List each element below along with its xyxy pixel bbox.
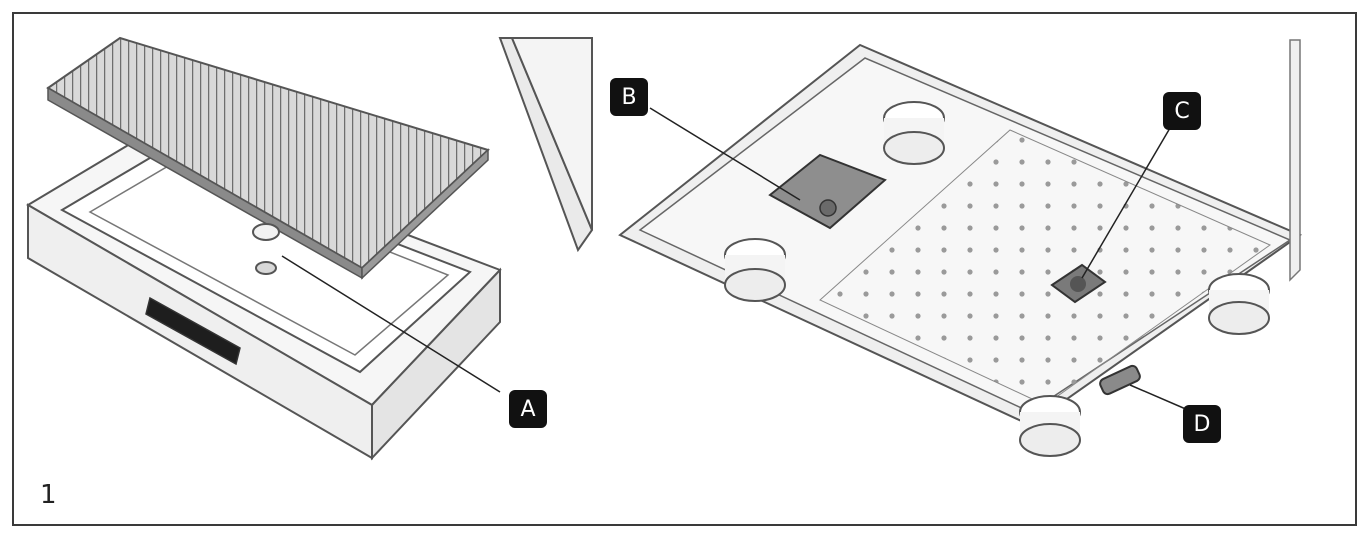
foot xyxy=(883,101,945,165)
brand-plate xyxy=(145,296,241,366)
foot xyxy=(724,238,786,302)
bracket-b xyxy=(768,153,887,230)
foot xyxy=(1019,395,1081,457)
fitting-d xyxy=(1099,364,1141,396)
figure-number: 1 xyxy=(40,480,57,510)
tray-side xyxy=(371,267,501,461)
float-knob xyxy=(252,223,280,241)
float-hole xyxy=(255,261,277,275)
leader-line-d xyxy=(1129,384,1189,411)
callout-a: A xyxy=(509,390,547,428)
callout-c: C xyxy=(1163,92,1201,130)
leader-line-c xyxy=(1081,127,1171,279)
leader-line-a xyxy=(281,255,501,393)
perforated-plate xyxy=(819,129,1272,406)
callout-b: B xyxy=(610,78,648,116)
machine-underside-illustration xyxy=(618,39,1303,457)
leader-line-b xyxy=(649,107,801,201)
foot xyxy=(1208,273,1270,335)
drip-tray-illustration xyxy=(26,36,594,461)
callout-d: D xyxy=(1183,405,1221,443)
